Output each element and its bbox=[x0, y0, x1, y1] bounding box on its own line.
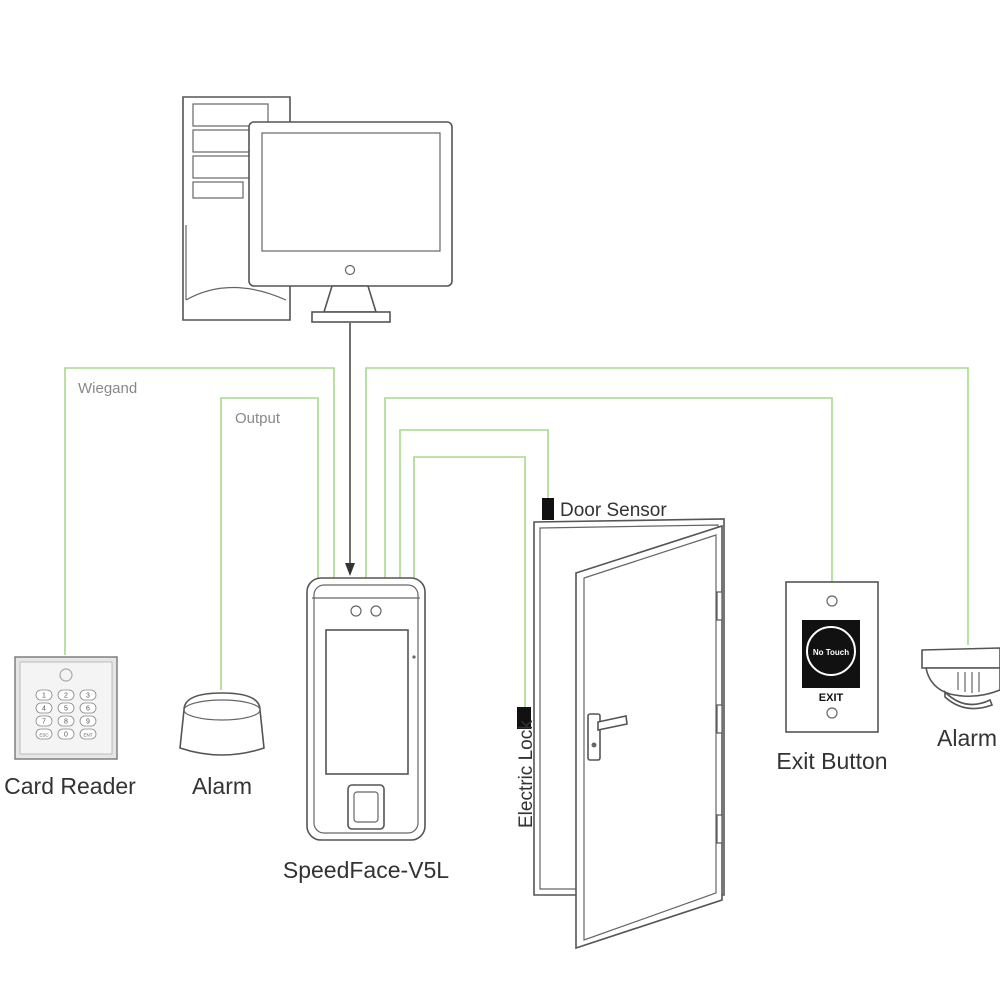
computer-icon bbox=[182, 96, 453, 323]
door-icon bbox=[533, 518, 725, 950]
keypad-key bbox=[57, 728, 75, 740]
card-reader-label: Card Reader bbox=[4, 773, 136, 799]
exit-button-label: Exit Button bbox=[776, 748, 887, 774]
keypad-key bbox=[35, 728, 53, 740]
keypad-key-label: 7 bbox=[42, 719, 46, 726]
door-sensor-wire bbox=[399, 429, 549, 580]
alarm-siren-icon bbox=[179, 692, 265, 756]
smoke-alarm-icon bbox=[921, 647, 1000, 710]
wiegand-label: Wiegand bbox=[78, 380, 137, 397]
keypad-key-label: 0 bbox=[64, 732, 68, 739]
keypad-key-label: ENT bbox=[84, 733, 93, 738]
alarm-right-label: Alarm bbox=[937, 725, 997, 751]
keypad-key-label: 1 bbox=[42, 693, 46, 700]
keypad-key-label: 9 bbox=[86, 719, 90, 726]
exit-button-icon: No Touch EXIT bbox=[785, 581, 879, 733]
face-terminal-icon bbox=[306, 577, 426, 841]
keypad-key bbox=[57, 689, 75, 701]
keypad-key bbox=[79, 702, 97, 714]
exit-button-wire bbox=[384, 397, 833, 585]
alarm-left-label: Alarm bbox=[192, 773, 252, 799]
keypad-key-label: 5 bbox=[64, 706, 68, 713]
wiegand-wire bbox=[64, 367, 335, 655]
exit-text: EXIT bbox=[819, 692, 844, 704]
output-wire bbox=[220, 397, 319, 690]
keypad-key-label: 8 bbox=[64, 719, 68, 726]
keypad-key bbox=[79, 689, 97, 701]
keypad-key-label: 2 bbox=[64, 693, 68, 700]
door-sensor-label: Door Sensor bbox=[560, 500, 667, 521]
keypad-key-label: 3 bbox=[86, 693, 90, 700]
output-label: Output bbox=[235, 410, 281, 427]
device-label: SpeedFace-V5L bbox=[283, 857, 449, 883]
electric-lock-wire bbox=[413, 456, 526, 708]
no-touch-text: No Touch bbox=[813, 648, 849, 657]
keypad-key bbox=[57, 702, 75, 714]
keypad-key bbox=[79, 715, 97, 727]
keypad-key bbox=[35, 689, 53, 701]
electric-lock-label: Electric Lock bbox=[516, 720, 537, 828]
keypad-key bbox=[57, 715, 75, 727]
keypad-key-label: ESC bbox=[39, 733, 49, 738]
keypad-key bbox=[35, 715, 53, 727]
keypad-key bbox=[79, 728, 97, 740]
keypad-key bbox=[35, 702, 53, 714]
wiring bbox=[64, 323, 969, 708]
arrow-head bbox=[345, 563, 355, 576]
alarm-wire bbox=[365, 367, 969, 645]
door-sensor-marker bbox=[542, 498, 554, 520]
keypad-key-label: 6 bbox=[86, 706, 90, 713]
keypad-key-label: 4 bbox=[42, 706, 46, 713]
electric-lock-marker bbox=[517, 707, 531, 729]
